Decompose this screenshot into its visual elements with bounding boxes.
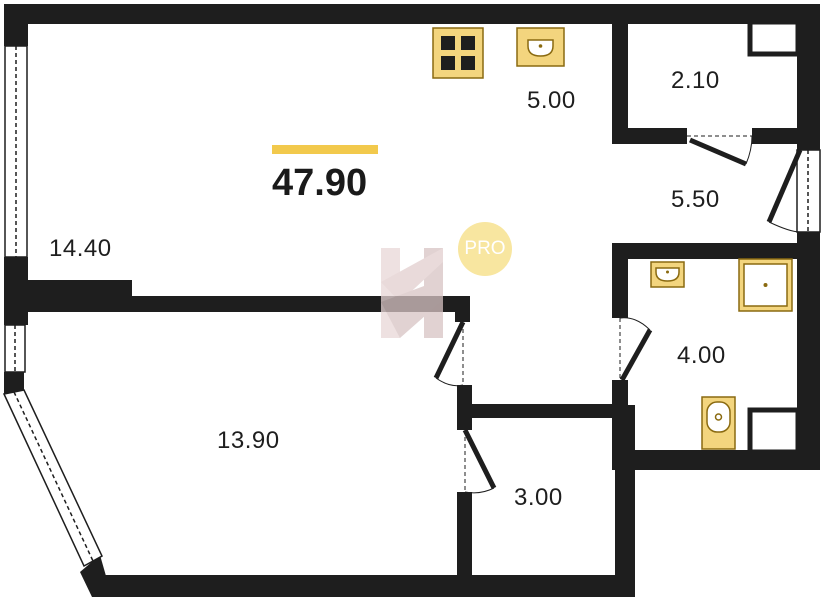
window-hall (796, 149, 821, 233)
wall-right-lower (797, 232, 820, 470)
pro-badge: PRO (458, 222, 512, 276)
door-storage (687, 135, 753, 167)
kitchen-sink-icon (516, 27, 565, 67)
door-bedroom (433, 320, 466, 387)
room-area-hall: 5.50 (671, 186, 720, 213)
wall-bedroom-closet-lower (457, 385, 472, 430)
wall-bedroom-closet-upper (455, 296, 470, 322)
wall-storage-left (612, 4, 628, 132)
room-area-storage: 2.10 (671, 67, 720, 94)
watermark-logo (381, 248, 443, 338)
inner-walls (4, 4, 820, 592)
room-area-bathroom: 4.00 (677, 342, 726, 369)
door-entrance (766, 149, 803, 233)
windows (2, 45, 821, 568)
stove-icon (432, 27, 484, 79)
room-area-kitchen: 5.00 (527, 87, 576, 114)
bathroom-sink-icon (650, 261, 685, 288)
total-area-underline (272, 145, 378, 154)
wall-bath-left-lower (612, 380, 628, 470)
wall-bedroom-closet-bottom (457, 492, 472, 592)
wall-bath-left-upper (612, 243, 628, 318)
window-bedroom-diagonal (2, 389, 103, 568)
wall-living-stub (4, 280, 132, 300)
wall-bottom (95, 575, 635, 597)
wall-storage-bottom-right (752, 128, 820, 144)
shower-tray-icon (738, 258, 793, 312)
total-area-label: 47.90 (272, 162, 368, 204)
wall-right-upper (797, 4, 820, 150)
wall-bath-top (612, 243, 820, 259)
room-area-closet: 3.00 (514, 484, 563, 511)
door-bathroom (619, 317, 653, 382)
room-area-bedroom: 13.90 (217, 427, 280, 454)
wall-bath-bottom (628, 450, 820, 470)
wall-left-lower (4, 372, 24, 394)
wall-living-bedroom (4, 296, 470, 312)
shaft-top-right (747, 19, 801, 57)
doors (433, 135, 803, 494)
wall-corner-bottom (80, 555, 112, 597)
fixtures (432, 27, 793, 450)
wall-closet-top (470, 404, 620, 418)
door-closet (462, 428, 497, 494)
wall-top (4, 4, 820, 24)
room-area-living: 14.40 (49, 235, 112, 262)
wall-storage-bottom-left (612, 128, 687, 144)
toilet-icon (701, 396, 736, 450)
shaft-bath-right (747, 407, 801, 455)
wall-left-top (4, 4, 28, 46)
